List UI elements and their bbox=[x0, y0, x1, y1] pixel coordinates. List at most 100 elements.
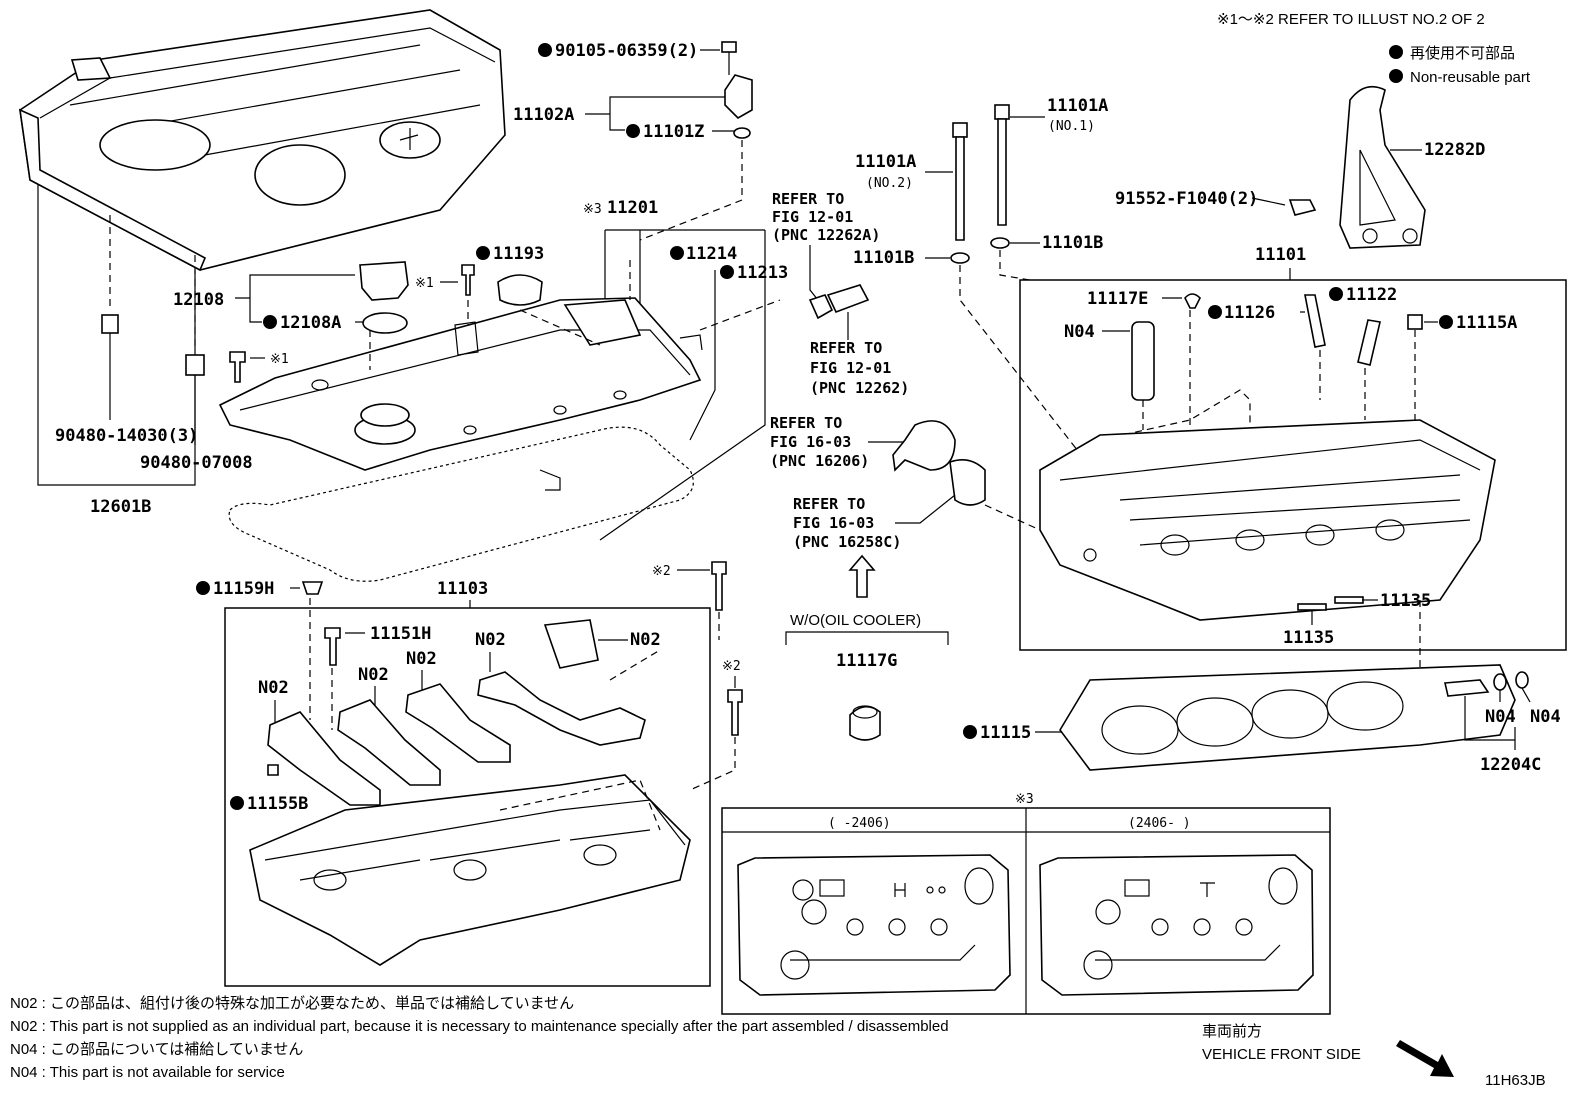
label-12108A: 12108A bbox=[280, 313, 341, 333]
non-reusable-dot bbox=[538, 43, 552, 57]
arrow-up-icon bbox=[848, 554, 876, 598]
camshaft-housing-box bbox=[224, 607, 711, 987]
label-11115A: 11115A bbox=[1456, 313, 1517, 333]
label-n04-c: N04 bbox=[1530, 707, 1561, 727]
engine-hanger-12282D bbox=[1339, 85, 1426, 249]
bolt-91552-icon bbox=[1288, 199, 1317, 216]
label-no2: (NO.2) bbox=[866, 176, 913, 191]
label-11135-a: 11135 bbox=[1380, 591, 1431, 611]
label-11115: 11115 bbox=[980, 723, 1031, 743]
label-91552: 91552-F1040(2) bbox=[1115, 189, 1258, 209]
non-reusable-dot bbox=[626, 124, 640, 138]
tube-11126 bbox=[1304, 294, 1326, 348]
cylinder-head bbox=[1039, 419, 1496, 621]
svg-text:REFER TO: REFER TO bbox=[770, 414, 842, 432]
label-11103: 11103 bbox=[437, 579, 488, 599]
non-reusable-dot bbox=[963, 725, 977, 739]
label-n04-b: N04 bbox=[1485, 707, 1516, 727]
vehicle-front-en: VEHICLE FRONT SIDE bbox=[1202, 1046, 1361, 1063]
non-reusable-dot bbox=[1439, 315, 1453, 329]
label-range-left: ( -2406) bbox=[828, 816, 891, 831]
mark-1a: ※1 bbox=[415, 276, 434, 291]
plug-11117G bbox=[849, 705, 881, 741]
label-11122: 11122 bbox=[1346, 285, 1397, 305]
label-12108: 12108 bbox=[173, 290, 224, 310]
gasket-16258c bbox=[949, 459, 986, 506]
non-reusable-dot bbox=[476, 246, 490, 260]
non-reusable-dot bbox=[670, 246, 684, 260]
non-reusable-dot bbox=[263, 315, 277, 329]
svg-text:FIG 12-01: FIG 12-01 bbox=[772, 208, 853, 226]
tube-11135 bbox=[1297, 603, 1327, 611]
plug-11193 bbox=[497, 274, 543, 306]
hose-clamp bbox=[808, 294, 834, 320]
mark-3-box: ※3 bbox=[1015, 792, 1034, 807]
legend-jp: 再使用不可部品 bbox=[1410, 45, 1515, 62]
label-90105: 90105-06359(2) bbox=[555, 41, 698, 61]
camshaft-bearing-caps bbox=[267, 619, 661, 806]
label-11101Z: 11101Z bbox=[643, 122, 704, 142]
label-n02-a: N02 bbox=[475, 630, 506, 650]
non-reusable-dot bbox=[720, 265, 734, 279]
label-11101B-right: 11101B bbox=[1042, 233, 1103, 253]
label-n02-c: N02 bbox=[406, 649, 437, 669]
label-11101A-no1: 11101A bbox=[1047, 96, 1108, 116]
plug-11117E bbox=[1184, 293, 1201, 309]
tube-11122 bbox=[1357, 319, 1381, 366]
label-90480-07008: 90480-07008 bbox=[140, 453, 253, 473]
svg-text:FIG 12-01: FIG 12-01 bbox=[810, 359, 891, 377]
oil-filler-cap bbox=[359, 261, 409, 301]
non-reusable-dot bbox=[196, 581, 210, 595]
label-11117E: 11117E bbox=[1087, 289, 1148, 309]
mark-2b: ※2 bbox=[722, 659, 741, 674]
label-11135-b: 11135 bbox=[1283, 628, 1334, 648]
bolt-11151H bbox=[324, 627, 341, 666]
plug-11155B bbox=[267, 764, 279, 776]
label-11201: 11201 bbox=[607, 198, 658, 218]
illustration-code: 11H63JB bbox=[1485, 1072, 1546, 1089]
sensor-12204C bbox=[1444, 679, 1490, 697]
cam-sensor-11102A bbox=[724, 74, 753, 119]
label-11213: 11213 bbox=[737, 263, 788, 283]
bolt-icon bbox=[711, 561, 727, 611]
refer-illust-note: ※1〜※2 REFER TO ILLUST NO.2 OF 2 bbox=[1217, 11, 1485, 28]
note-n02-en: N02 : This part is not supplied as an in… bbox=[10, 1018, 949, 1035]
non-reusable-dot bbox=[1389, 45, 1403, 59]
grommet-90480-07008 bbox=[185, 354, 205, 376]
oil-filter-bracket bbox=[892, 420, 956, 472]
engine-cover-illustration bbox=[19, 9, 506, 272]
label-11193: 11193 bbox=[493, 244, 544, 264]
mark-1b: ※1 bbox=[270, 352, 289, 367]
svg-text:(PNC 16206): (PNC 16206) bbox=[770, 452, 869, 470]
hose bbox=[826, 284, 870, 314]
washer-right bbox=[990, 237, 1010, 249]
bolt-90105-icon bbox=[721, 41, 737, 53]
label-11101: 11101 bbox=[1255, 245, 1306, 265]
bolt-icon bbox=[461, 264, 475, 296]
grommet-90480-14030 bbox=[101, 314, 119, 334]
label-n02-d: N02 bbox=[358, 665, 389, 685]
label-11101A-no2: 11101A bbox=[855, 152, 916, 172]
svg-text:(PNC 16258C): (PNC 16258C) bbox=[793, 533, 901, 551]
bolt-icon bbox=[229, 351, 246, 383]
non-reusable-dot bbox=[1389, 69, 1403, 83]
label-no1: (NO.1) bbox=[1048, 119, 1095, 134]
svg-text:(PNC 12262A): (PNC 12262A) bbox=[772, 226, 880, 244]
label-n02-b: N02 bbox=[630, 630, 661, 650]
svg-text:REFER TO: REFER TO bbox=[793, 495, 865, 513]
head-bolt-no1 bbox=[994, 104, 1010, 120]
label-n04-a: N04 bbox=[1064, 322, 1095, 342]
head-gasket-11115 bbox=[1059, 664, 1516, 771]
refer-fig-12-01-pnc-12262a: REFER TO FIG 12-01 (PNC 12262A) bbox=[772, 190, 880, 244]
mark-3: ※3 bbox=[583, 202, 602, 217]
svg-text:REFER TO: REFER TO bbox=[810, 339, 882, 357]
label-11101B-left: 11101B bbox=[853, 248, 914, 268]
label-11214: 11214 bbox=[686, 244, 737, 264]
non-reusable-dot bbox=[1329, 287, 1343, 301]
svg-text:FIG 16-03: FIG 16-03 bbox=[770, 433, 851, 451]
label-11155B: 11155B bbox=[247, 794, 308, 814]
svg-text:FIG 16-03: FIG 16-03 bbox=[793, 514, 874, 532]
head-cover-gasket bbox=[228, 426, 694, 582]
label-12601B: 12601B bbox=[90, 497, 151, 517]
mark-2a: ※2 bbox=[652, 564, 671, 579]
